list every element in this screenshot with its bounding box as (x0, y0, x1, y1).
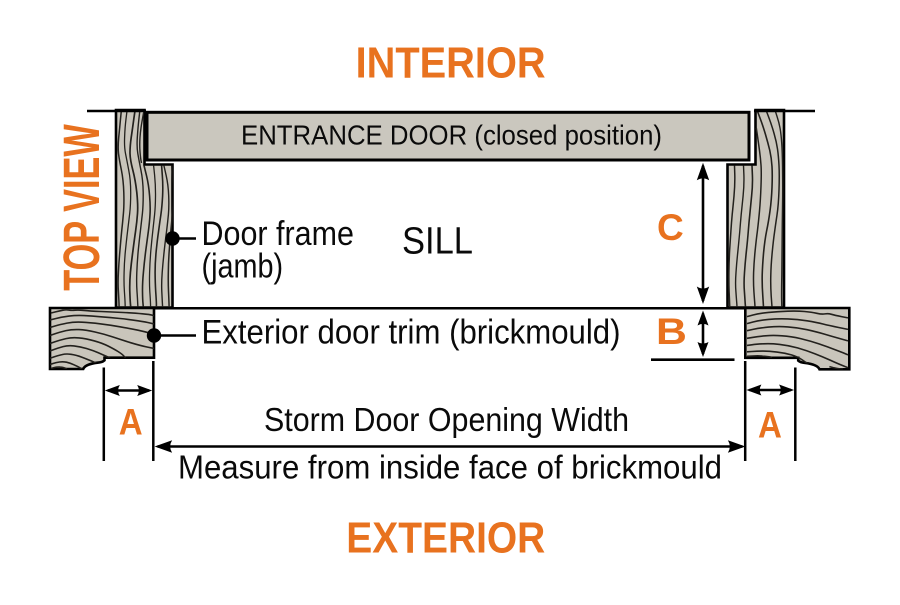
svg-text:Exterior door trim (brickmould: Exterior door trim (brickmould) (202, 314, 621, 352)
svg-text:SILL: SILL (402, 221, 473, 263)
svg-text:Door frame: Door frame (202, 215, 354, 253)
svg-text:INTERIOR: INTERIOR (356, 39, 546, 88)
svg-text:ENTRANCE DOOR (closed position: ENTRANCE DOOR (closed position) (241, 120, 662, 151)
svg-text:Measure from inside face of br: Measure from inside face of brickmould (178, 449, 722, 486)
svg-text:(jamb): (jamb) (202, 248, 284, 286)
svg-text:A: A (758, 405, 782, 446)
svg-text:A: A (119, 402, 143, 443)
svg-text:TOP VIEW: TOP VIEW (53, 124, 110, 291)
svg-text:EXTERIOR: EXTERIOR (346, 513, 545, 562)
svg-text:B: B (656, 311, 687, 352)
svg-text:C: C (657, 207, 684, 248)
svg-text:Storm Door Opening Width: Storm Door Opening Width (264, 402, 629, 439)
